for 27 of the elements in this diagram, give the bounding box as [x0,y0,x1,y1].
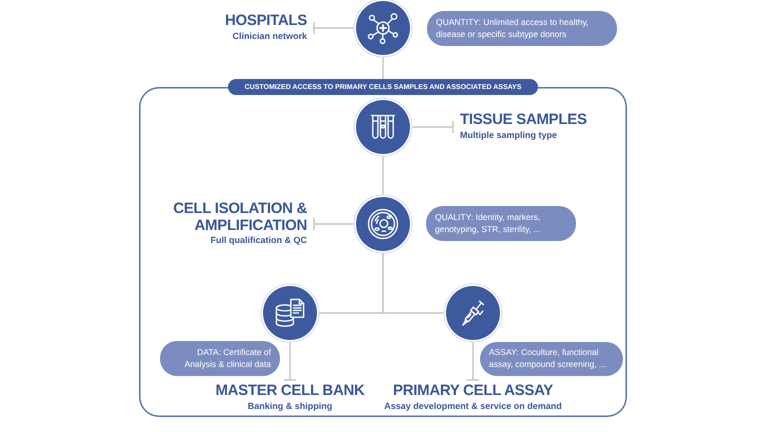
step-circle [446,286,500,340]
node-heading: TISSUE SAMPLES [460,112,588,130]
step-circle [356,100,410,154]
node-heading: MASTER CELL BANK [214,382,366,400]
node-heading: PRIMARY CELL ASSAY [392,382,554,400]
node-subtitle: Assay development & service on demand [383,400,563,412]
connector-line [313,217,356,231]
connector-line [382,55,384,79]
connector-line [382,154,384,197]
info-bubble: QUALITY: Identity, markers, genotyping, STR, sterility, ... [426,206,576,241]
node-subtitle: Full qualification & QC [210,235,307,248]
connector-line [313,21,356,35]
info-bubble: DATA: Certificate of Analysis & clinical data [160,341,280,376]
node-heading: HOSPITALS [224,13,307,30]
node-subtitle: Banking & shipping [246,400,334,412]
connector-line [382,251,446,314]
info-bubble: ASSAY: Coculture, functional assay, compound screening, ... [480,342,623,376]
step-circle [356,197,410,251]
info-bubble: QUANTITY: Unlimited access to healthy, disease or specific subtype donors [427,11,617,46]
step-circle [356,1,410,55]
step-circle [263,286,317,340]
connector-line [283,340,297,381]
node-subtitle: Multiple sampling type [460,130,558,142]
node-heading: CELL ISOLATION & AMPLIFICATION [172,200,307,234]
connector-line [410,120,454,134]
node-subtitle: Clinician network [231,31,307,43]
connector-line [466,340,480,381]
